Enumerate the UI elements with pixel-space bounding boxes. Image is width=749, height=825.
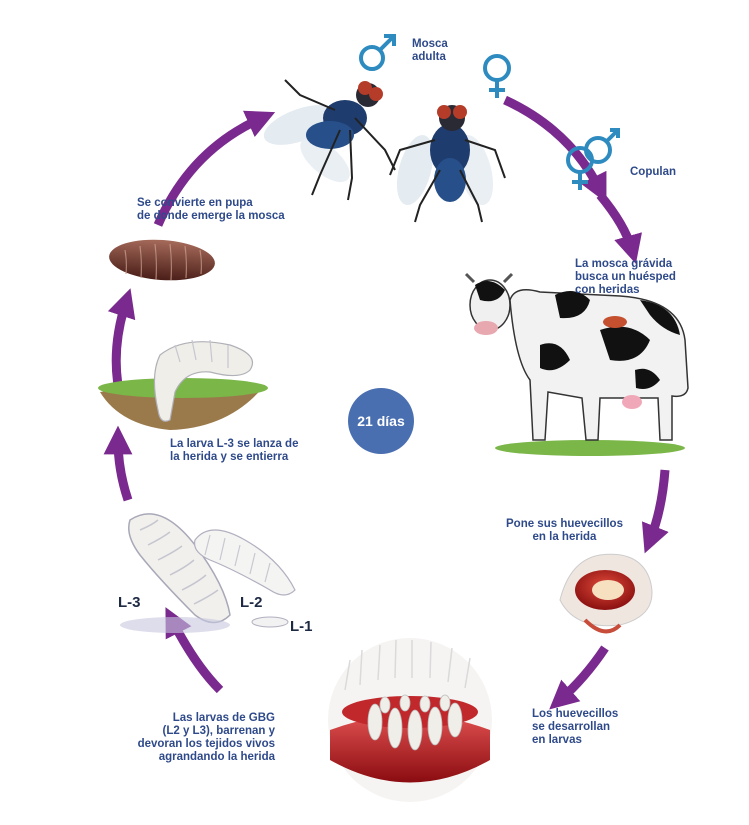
label-larva-bury: La larva L-3 se lanza de la herida y se … [170, 438, 299, 463]
mating-symbol-icon [566, 128, 620, 190]
male-fly-icon [263, 79, 396, 201]
stage-tag-l2: L-2 [240, 594, 263, 611]
stage-tag-l1: L-1 [290, 618, 313, 635]
arrow-host-to-eggs [641, 469, 670, 554]
male-symbol-icon [359, 34, 396, 71]
larva-l3-illustration [120, 513, 231, 633]
female-symbol-icon [483, 54, 511, 98]
arrow-pupa-to-adult [153, 110, 276, 227]
cow-illustration [464, 272, 689, 456]
female-fly-icon [389, 105, 506, 223]
larvae-in-wound-illustration [328, 638, 492, 802]
label-host-search: La mosca grávida busca un huésped con he… [575, 258, 676, 296]
stage-tag-l3: L-3 [118, 594, 141, 611]
arrow-adult-to-mate [503, 95, 607, 203]
arrow-bury-to-pupa [107, 288, 136, 386]
label-larvae-feed: Las larvas de GBG (L2 y L3), barrenan y … [137, 712, 275, 763]
label-adult-fly: Mosca adulta [412, 38, 448, 63]
burrowing-larva-illustration [98, 339, 268, 430]
label-pupa: Se convierte en pupa de donde emerge la … [137, 197, 285, 222]
larva-l1-illustration [251, 616, 289, 628]
wound-eggs-illustration [559, 553, 653, 634]
label-lay-eggs: Pone sus huevecillos en la herida [506, 518, 623, 543]
arrow-feed-to-bury [103, 425, 133, 502]
pupa-illustration [109, 239, 215, 281]
larva-l2-illustration [193, 529, 296, 596]
label-mating: Copulan [630, 166, 676, 178]
arrow-mate-to-host [596, 192, 642, 264]
cycle-duration-badge: 21 días [348, 388, 414, 454]
label-eggs-hatch: Los huevecillos se desarrollan en larvas [532, 708, 619, 746]
arrow-eggs-to-larvae [549, 645, 609, 710]
